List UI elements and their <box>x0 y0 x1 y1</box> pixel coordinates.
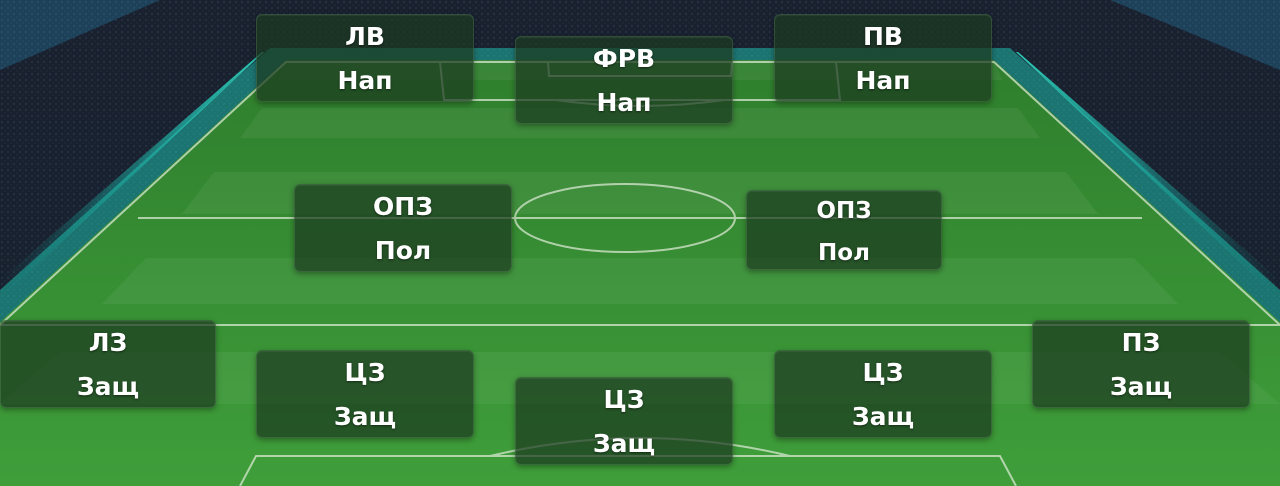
slot-st[interactable]: ФРВ Нап <box>515 36 733 124</box>
role-label: Защ <box>76 372 140 401</box>
position-label: ЛВ <box>345 22 385 51</box>
role-label: Защ <box>851 402 915 431</box>
role-label: Пол <box>818 240 870 266</box>
position-label: ОПЗ <box>373 192 433 221</box>
position-label: ПВ <box>863 22 903 51</box>
role-label: Защ <box>1109 372 1173 401</box>
role-label: Защ <box>333 402 397 431</box>
role-label: Защ <box>592 429 656 458</box>
slot-lw[interactable]: ЛВ Нап <box>256 14 474 102</box>
position-label: ОПЗ <box>816 198 872 224</box>
slot-rw[interactable]: ПВ Нап <box>774 14 992 102</box>
slot-dm-left[interactable]: ОПЗ Пол <box>294 184 512 272</box>
position-label: ПЗ <box>1121 328 1161 357</box>
position-label: ФРВ <box>592 44 656 73</box>
slot-lb[interactable]: ЛЗ Защ <box>0 320 216 408</box>
role-label: Пол <box>374 236 432 265</box>
slot-dm-right[interactable]: ОПЗ Пол <box>746 190 942 270</box>
slot-rb[interactable]: ПЗ Защ <box>1032 320 1250 408</box>
position-label: ЦЗ <box>603 385 645 414</box>
position-label: ЛЗ <box>88 328 128 357</box>
role-label: Нап <box>337 66 393 95</box>
role-label: Нап <box>596 88 652 117</box>
slot-cb-left[interactable]: ЦЗ Защ <box>256 350 474 438</box>
slot-cb-right[interactable]: ЦЗ Защ <box>774 350 992 438</box>
role-label: Нап <box>855 66 911 95</box>
position-label: ЦЗ <box>344 358 386 387</box>
position-label: ЦЗ <box>862 358 904 387</box>
slot-cb-center[interactable]: ЦЗ Защ <box>515 377 733 465</box>
